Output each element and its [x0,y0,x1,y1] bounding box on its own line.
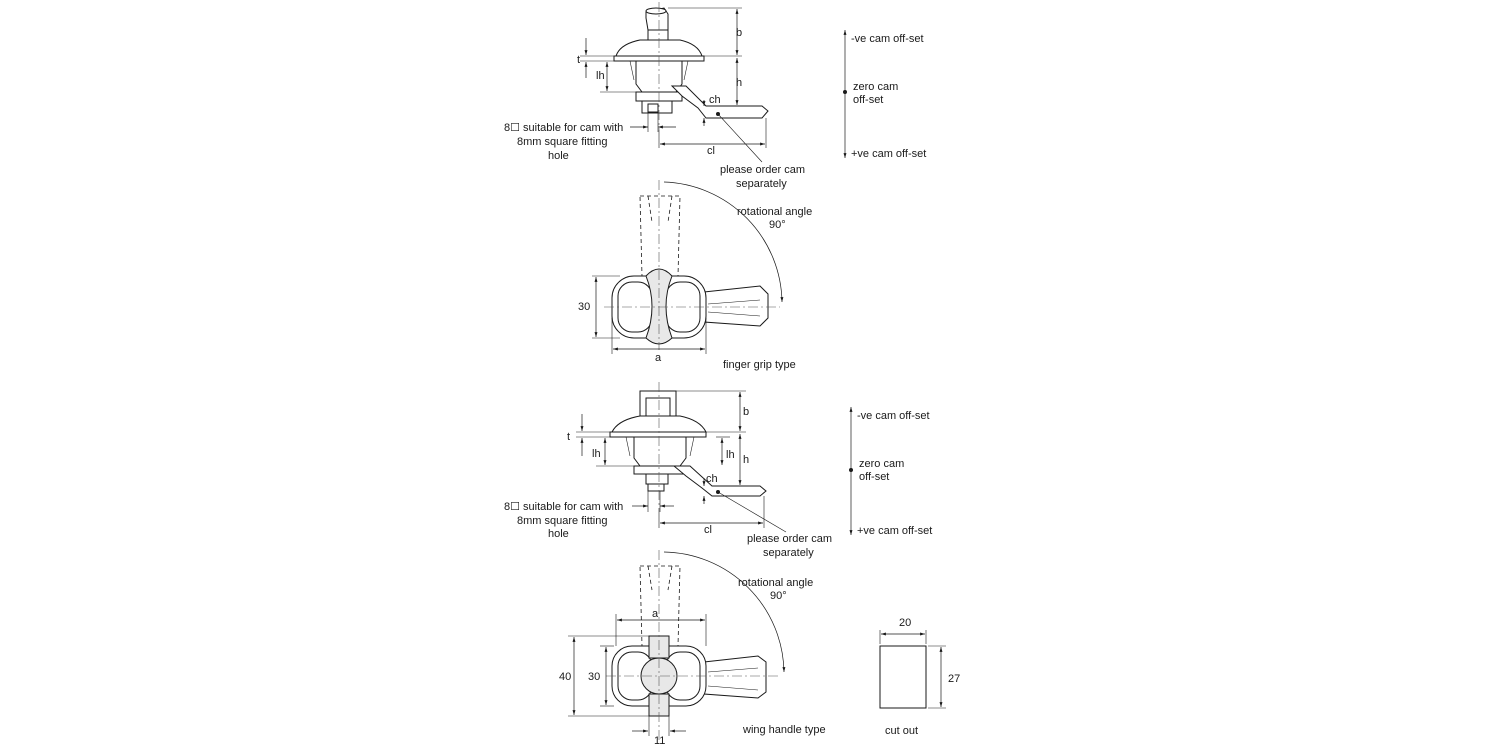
view3-square-note-line-2: 8mm square fitting [517,515,607,527]
wing-angle-line-1: rotational angle [738,577,813,589]
second-elevation-dimensions: b h lh t lh ch cl [567,390,787,536]
finger-angle-line-2: 90° [769,219,786,231]
view3-dim-lh-left: lh [592,448,601,460]
wing-dim-a: a [652,608,659,620]
wing-dim-40: 40 [559,671,571,683]
view3-cam-note-line-2: separately [763,547,814,559]
offset-zero-line-1: zero cam [853,81,898,93]
square-note-line-3: hole [548,150,569,162]
dim-b-label: b [736,27,742,39]
second-elevation-view [609,382,767,508]
view3-offset-zero-line-1: zero cam [859,458,904,470]
wing-angle-line-2: 90° [770,590,787,602]
finger-grip-plan-view [604,180,784,350]
finger-dim-a: a [655,352,662,364]
top-offset-scale: -ve cam off-set zero cam off-set +ve cam… [843,30,926,160]
view3-offset-neg: -ve cam off-set [857,410,930,422]
offset-pos-label: +ve cam off-set [851,148,926,160]
top-cam-note: please order cam separately [720,164,805,190]
offset-neg-label: -ve cam off-set [851,33,924,45]
cam-note-line-1: please order cam [720,164,805,176]
dim-ch-label: ch [709,94,721,106]
view3-cam-note-line-1: please order cam [747,533,832,545]
view3-dim-h: h [743,454,749,466]
wing-dim-30: 30 [588,671,600,683]
finger-angle-line-1: rotational angle [737,206,812,218]
cam-note-line-2: separately [736,178,787,190]
dim-cl-label: cl [707,145,715,157]
second-cam-note: please order cam separately [747,533,832,559]
wing-handle-plan-view [606,550,786,740]
wing-handle-dimensions: a 40 30 11 rotational angle 90° wing han… [559,577,826,747]
view3-dim-ch: ch [706,473,718,485]
view3-offset-pos: +ve cam off-set [857,525,932,537]
cut-out-height: 27 [948,673,960,685]
view3-square-note-line-3: hole [548,528,569,540]
view3-square-note-line-1: 8☐ suitable for cam with [504,501,623,513]
cut-out-caption: cut out [885,725,918,737]
wing-dim-11: 11 [654,735,665,747]
view3-dim-b: b [743,406,749,418]
view3-dim-cl: cl [704,524,712,536]
cut-out-view: 20 27 cut out [879,617,960,737]
view3-dim-lh-right: lh [726,449,735,461]
dim-lh-label: lh [596,70,605,82]
view3-offset-zero-line-2: off-set [859,471,889,483]
second-offset-scale: -ve cam off-set zero cam off-set +ve cam… [849,407,932,537]
square-note-line-2: 8mm square fitting [517,136,607,148]
dim-h-label: h [736,77,742,89]
top-square-note: 8☐ suitable for cam with 8mm square fitt… [504,122,623,162]
cut-out-width: 20 [899,617,911,629]
top-elevation-dimensions: b h t lh ch cl [577,7,767,163]
finger-grip-dimensions: 30 a rotational angle 90° finger grip ty… [578,206,812,371]
top-elevation-view [613,2,769,130]
finger-grip-caption: finger grip type [723,359,796,371]
finger-dim-30: 30 [578,301,590,313]
offset-zero-line-2: off-set [853,94,883,106]
second-square-note: 8☐ suitable for cam with 8mm square fitt… [504,501,623,540]
view3-dim-t: t [567,431,570,443]
dim-t-label: t [577,54,580,66]
wing-handle-caption: wing handle type [742,724,826,736]
square-note-line-1: 8☐ suitable for cam with [504,122,623,134]
